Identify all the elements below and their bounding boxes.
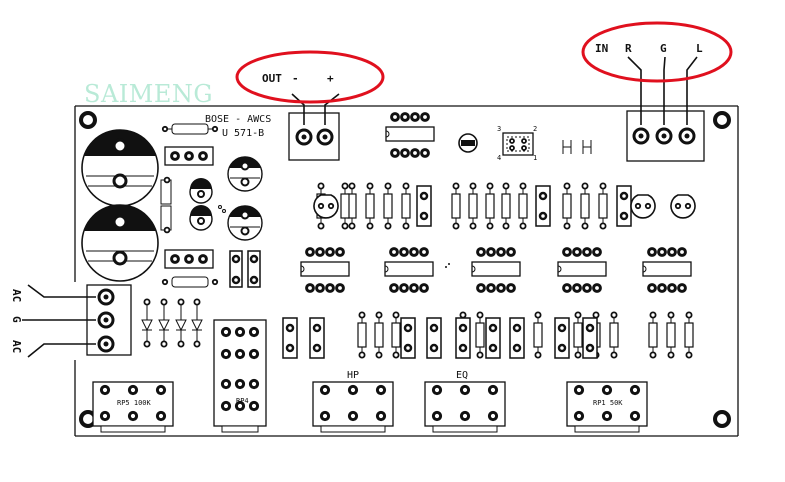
op-amp-ic [471, 247, 521, 293]
board-model-line1: BOSE - AWCS [205, 114, 272, 125]
transistor [313, 194, 339, 219]
eq-pot-label: EQ [456, 370, 469, 381]
resistor [501, 182, 511, 230]
filter-capacitor-1 [81, 129, 159, 207]
trimmer-round [458, 133, 478, 153]
output-minus-label: - [292, 72, 299, 85]
board-outline [74, 105, 739, 437]
resistor [609, 311, 619, 359]
pot-rp4 [213, 319, 267, 433]
input-in-label: IN [595, 42, 609, 55]
op-amp-ic [300, 247, 350, 293]
rp5-pot-label: RP5 100K [117, 399, 151, 407]
resistor [475, 311, 485, 359]
resistor [383, 182, 393, 230]
resistor [365, 182, 375, 230]
small-capacitors [189, 156, 263, 241]
jumper-box [229, 250, 243, 288]
resistor [648, 311, 658, 359]
capacitor-box [400, 317, 416, 359]
output-terminal [288, 112, 340, 161]
resistor [401, 182, 411, 230]
transistor [670, 194, 696, 219]
op-amp-ic [557, 247, 607, 293]
jumper-box [247, 250, 261, 288]
regulator-header [164, 249, 214, 269]
resistor [598, 182, 608, 230]
jumper-marks [562, 140, 592, 154]
ic-top [385, 112, 435, 158]
input-g-label: G [660, 42, 667, 55]
fuse [161, 276, 219, 288]
watermark-text: SAIMENG [84, 80, 214, 108]
capacitor-box [554, 317, 570, 359]
rectifier-diodes [141, 298, 203, 348]
resistor [684, 311, 694, 359]
resistor [451, 182, 461, 230]
capacitor-box [282, 317, 298, 359]
mounting-holes [79, 111, 731, 428]
capacitor-box [485, 317, 501, 359]
resistor [468, 182, 478, 230]
capacitor-box [309, 317, 325, 359]
power-ac-top-label: AC [10, 289, 23, 303]
resistor [374, 311, 384, 359]
output-label: OUT [262, 72, 282, 85]
wires [22, 56, 698, 358]
resistor [391, 311, 401, 359]
resistor [347, 182, 357, 230]
op-amp-ic [384, 247, 434, 293]
resistor [580, 182, 590, 230]
hp-pot-label: HP [347, 370, 360, 381]
transistor [630, 194, 656, 219]
input-r-label: R [625, 42, 632, 55]
trimmer-pin-1: 1 [533, 154, 538, 162]
resistor [533, 311, 543, 359]
resistor [666, 311, 676, 359]
trimmer-box [502, 132, 534, 156]
pot-hp [312, 381, 394, 433]
power-g-label: G [10, 316, 23, 323]
trimmer-pin-4: 4 [497, 154, 502, 162]
trimmer-pin-2: 2 [533, 125, 538, 133]
rp4-pot-label: RP4 [236, 397, 249, 405]
capacitor-box [535, 185, 551, 227]
capacitor-box [426, 317, 442, 359]
trimmer-pin-3: 3 [497, 125, 502, 133]
capacitor-box [509, 317, 525, 359]
pot-rp1 [566, 381, 648, 433]
input-l-label: L [696, 42, 703, 55]
filter-capacitor-2 [81, 204, 159, 282]
resistor [340, 182, 350, 230]
resistor [485, 182, 495, 230]
board-model-line2: U 571-B [222, 128, 265, 139]
pot-eq [424, 381, 506, 433]
regulator-header [164, 146, 214, 166]
fuse [161, 123, 219, 135]
annotation-highlights [235, 21, 733, 104]
capacitor-box [416, 185, 432, 227]
capacitor-box [455, 317, 471, 359]
pot-rp5 [92, 381, 174, 433]
resistor [357, 311, 367, 359]
small-capacitor [160, 205, 172, 231]
small-capacitor [160, 179, 172, 205]
components-layer [22, 56, 705, 433]
resistor [573, 311, 583, 359]
input-terminal [626, 110, 705, 162]
resistor [562, 182, 572, 230]
capacitor-box [616, 185, 632, 227]
rp1-pot-label: RP1 50K [593, 399, 623, 407]
power-ac-bottom-label: AC [10, 340, 23, 354]
capacitor-box [582, 317, 598, 359]
output-plus-label: + [327, 72, 334, 85]
resistor [518, 182, 528, 230]
op-amp-ic [642, 247, 692, 293]
